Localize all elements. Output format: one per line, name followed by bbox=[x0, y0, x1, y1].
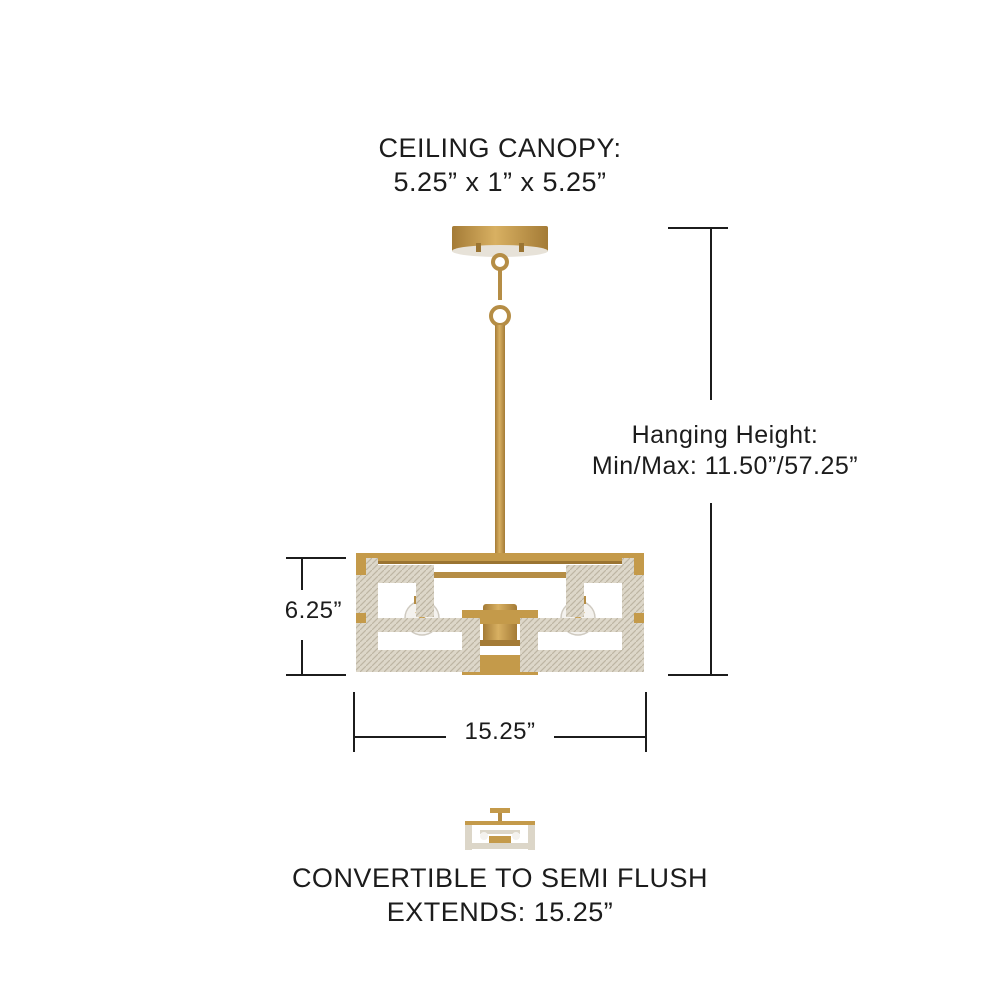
hanging-height-label: Hanging Height: Min/Max: 11.50”/57.25” bbox=[560, 420, 890, 483]
fixture-width-label: 15.25” bbox=[464, 718, 536, 745]
convertible-title: CONVERTIBLE TO SEMI FLUSH bbox=[291, 863, 709, 893]
fixture-height-label: 6.25” bbox=[284, 597, 342, 624]
canopy-dimension-label: CEILING CANOPY: 5.25” x 1” x 5.25” bbox=[300, 132, 700, 200]
semi-flush-thumbnail bbox=[465, 808, 535, 850]
convertible-extends: EXTENDS: 15.25” bbox=[386, 896, 614, 927]
rope-frame bbox=[356, 555, 644, 675]
hanging-height-title: Hanging Height: bbox=[631, 421, 819, 449]
canopy-dimensions: 5.25” x 1” x 5.25” bbox=[393, 166, 607, 197]
top-ring bbox=[356, 553, 644, 564]
dimension-lines bbox=[286, 227, 728, 752]
convertible-label: CONVERTIBLE TO SEMI FLUSH EXTENDS: 15.25… bbox=[230, 862, 770, 930]
lamp-cluster bbox=[422, 572, 578, 646]
canopy-title: CEILING CANOPY: bbox=[378, 133, 622, 163]
ceiling-canopy bbox=[452, 226, 548, 257]
loop-and-chain bbox=[489, 253, 511, 327]
hanging-height-range: Min/Max: 11.50”/57.25” bbox=[591, 452, 859, 481]
downrod bbox=[495, 325, 505, 555]
